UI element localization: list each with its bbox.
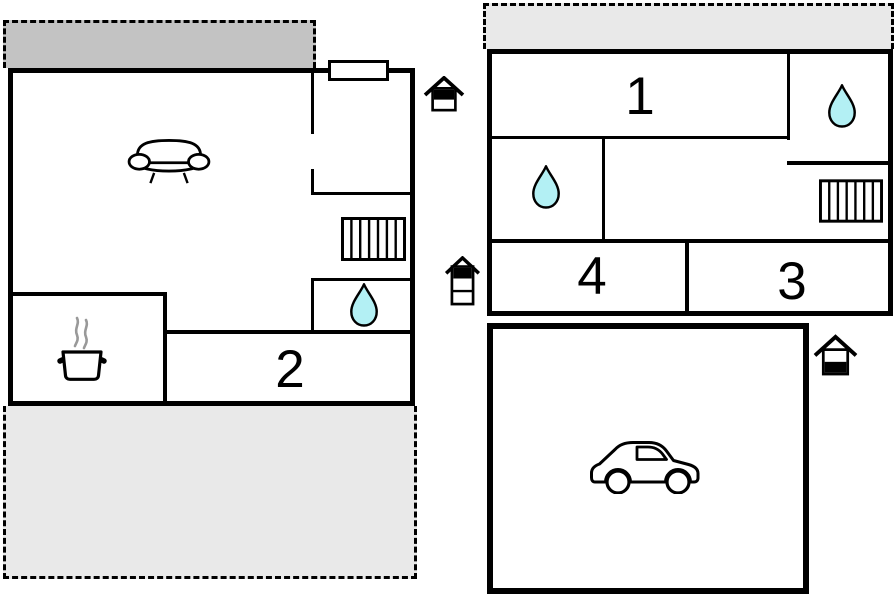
wall-bath-right-left — [787, 54, 790, 140]
wall-hall-left-lower — [311, 169, 314, 195]
wall-kitchen-right — [163, 292, 167, 404]
water-drop-icon-upper-bath-left — [530, 164, 562, 210]
room-label-1: 1 — [625, 67, 655, 126]
wall-bath-main-top — [311, 278, 413, 281]
balcony-area-main-floor — [3, 20, 316, 68]
floor-level-icon-main — [423, 76, 465, 113]
room-label-3: 3 — [777, 252, 807, 311]
water-drop-icon-upper-bath-right — [826, 83, 858, 129]
floor-level-icon-garage — [813, 334, 858, 376]
balcony-area-upper-floor — [483, 3, 894, 49]
radiator-icon-upper — [819, 179, 883, 223]
room-label-2: 2 — [275, 340, 305, 399]
sofa-icon — [127, 133, 211, 185]
water-drop-icon-main-bath — [348, 282, 380, 328]
wall-room1-bottom — [492, 136, 790, 139]
wall-kitchen-top — [10, 292, 167, 296]
floor-level-icon-upper — [444, 256, 481, 306]
window — [328, 60, 389, 81]
terrace-area-main-floor — [3, 406, 417, 579]
wall-room4-room3-divider — [685, 243, 689, 311]
radiator-icon-main — [341, 217, 406, 261]
room-label-4: 4 — [577, 247, 607, 306]
wall-bath-left-right — [602, 139, 605, 242]
cooking-pot-icon — [50, 315, 114, 383]
wall-bath-main-left — [311, 281, 314, 330]
wall-hall-bottom — [311, 192, 413, 195]
wall-room2-top — [167, 330, 413, 334]
wall-hall-left-upper — [311, 71, 314, 134]
wall-bath-right-bottom — [787, 161, 888, 165]
wall-middle-bottom — [492, 239, 888, 243]
car-icon — [586, 432, 710, 494]
